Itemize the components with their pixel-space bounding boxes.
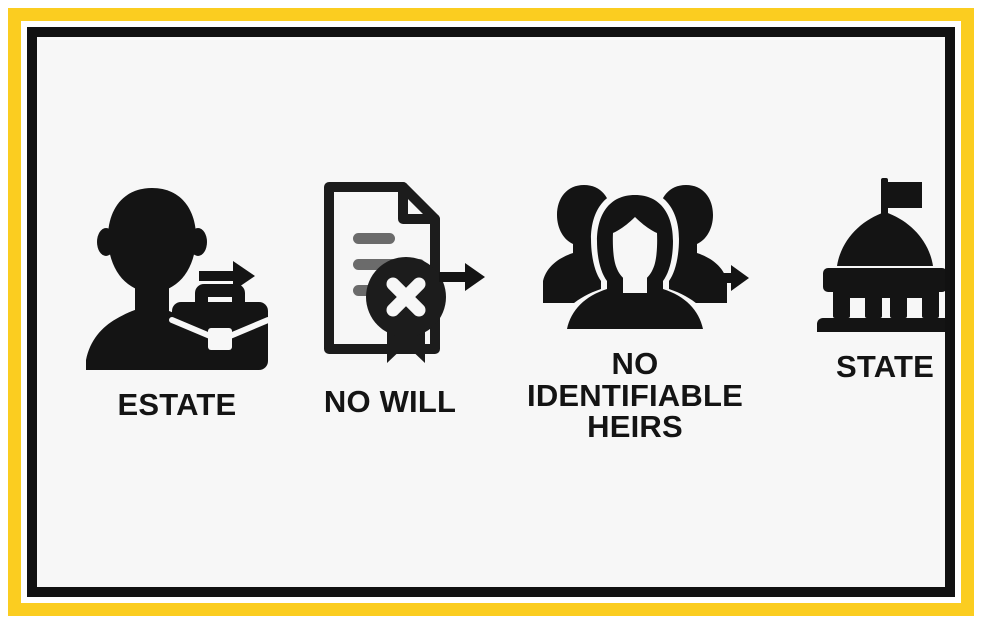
capitol-building-icon xyxy=(815,174,945,340)
arrow-right-icon xyxy=(197,259,257,298)
arrow-right-icon xyxy=(437,261,487,298)
document-with-rejected-seal-icon xyxy=(317,177,463,372)
flow-step-label: ESTATE xyxy=(117,387,237,422)
flow-step-state: STATE xyxy=(760,174,945,383)
person-with-briefcase-icon xyxy=(86,180,271,375)
arrow-right-icon xyxy=(707,263,751,298)
flow-step-label: NO WILL xyxy=(323,384,457,419)
flow-step-no-will: NO WILL xyxy=(265,177,515,418)
diagram-canvas: ESTATE xyxy=(37,37,945,587)
flow-step-estate: ESTATE xyxy=(57,180,297,421)
flow-step-label: STATE xyxy=(835,349,934,384)
flow-step-no-identifiable-heirs: NO IDENTIFIABLE HEIRS xyxy=(485,177,785,443)
process-flow: ESTATE xyxy=(37,37,945,587)
flow-step-label: NO IDENTIFIABLE HEIRS xyxy=(527,346,743,445)
group-of-people-icon xyxy=(539,177,731,334)
